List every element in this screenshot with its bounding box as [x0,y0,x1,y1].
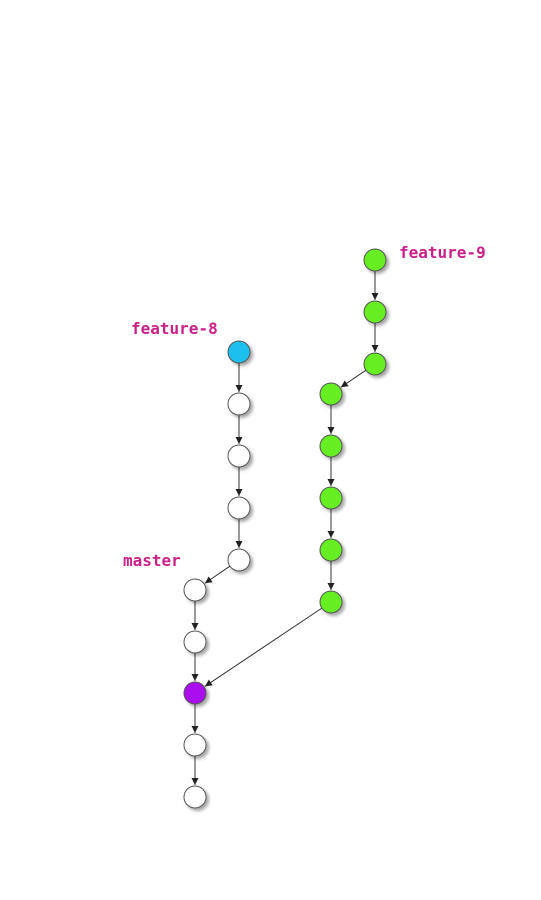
commit-node [227,392,251,416]
commit-nodes [183,248,387,809]
branch-label-master: master [123,551,181,570]
commit-node-feature-9 [319,590,343,614]
commit-node [183,785,207,809]
commit-edge [204,565,231,584]
commit-node-feature-9 [363,352,387,376]
commit-node-master-head [183,578,207,602]
commit-node [183,630,207,654]
commit-edges [191,271,379,785]
commit-node [227,496,251,520]
commit-node-feature-8-head [227,340,251,364]
branch-label-feature-8: feature-8 [131,319,218,338]
commit-edge [204,607,323,687]
commit-node-merge [183,681,207,705]
commit-node-feature-9 [319,486,343,510]
commit-node-feature-9 [319,538,343,562]
commit-node-feature-9 [319,382,343,406]
commit-edge [340,369,367,388]
commit-node-feature-9-head [363,248,387,272]
commit-node [183,733,207,757]
commit-node [227,444,251,468]
branch-label-feature-9: feature-9 [399,243,486,262]
commit-node-feature-9 [363,300,387,324]
commit-node [227,548,251,572]
commit-node-feature-9 [319,434,343,458]
